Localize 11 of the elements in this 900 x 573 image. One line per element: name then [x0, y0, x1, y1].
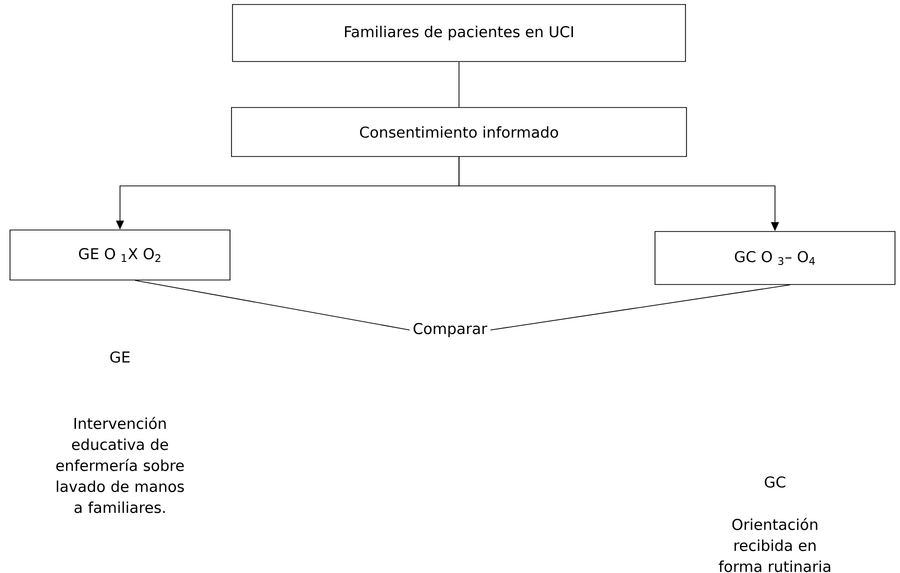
description-text: Orientación recibida en forma rutinaria [718, 518, 830, 572]
comparison-label: Comparar [414, 322, 488, 338]
connector-line [134, 280, 410, 330]
process-box: Familiares de pacientes en UCI [232, 4, 686, 62]
process-box: GE O $_{1}$X O$_{2}$ [10, 230, 230, 280]
group-label: GE [110, 351, 130, 363]
connector-line [490, 284, 790, 330]
process-box: Consentimiento informado [231, 107, 687, 157]
process-box: GC O $_{3}$– O$_{4}$ [654, 231, 896, 285]
group-label: GC [764, 476, 786, 488]
description-text: Intervención educativa de enfermería sobre lavado de manos a familiares. [56, 416, 184, 514]
